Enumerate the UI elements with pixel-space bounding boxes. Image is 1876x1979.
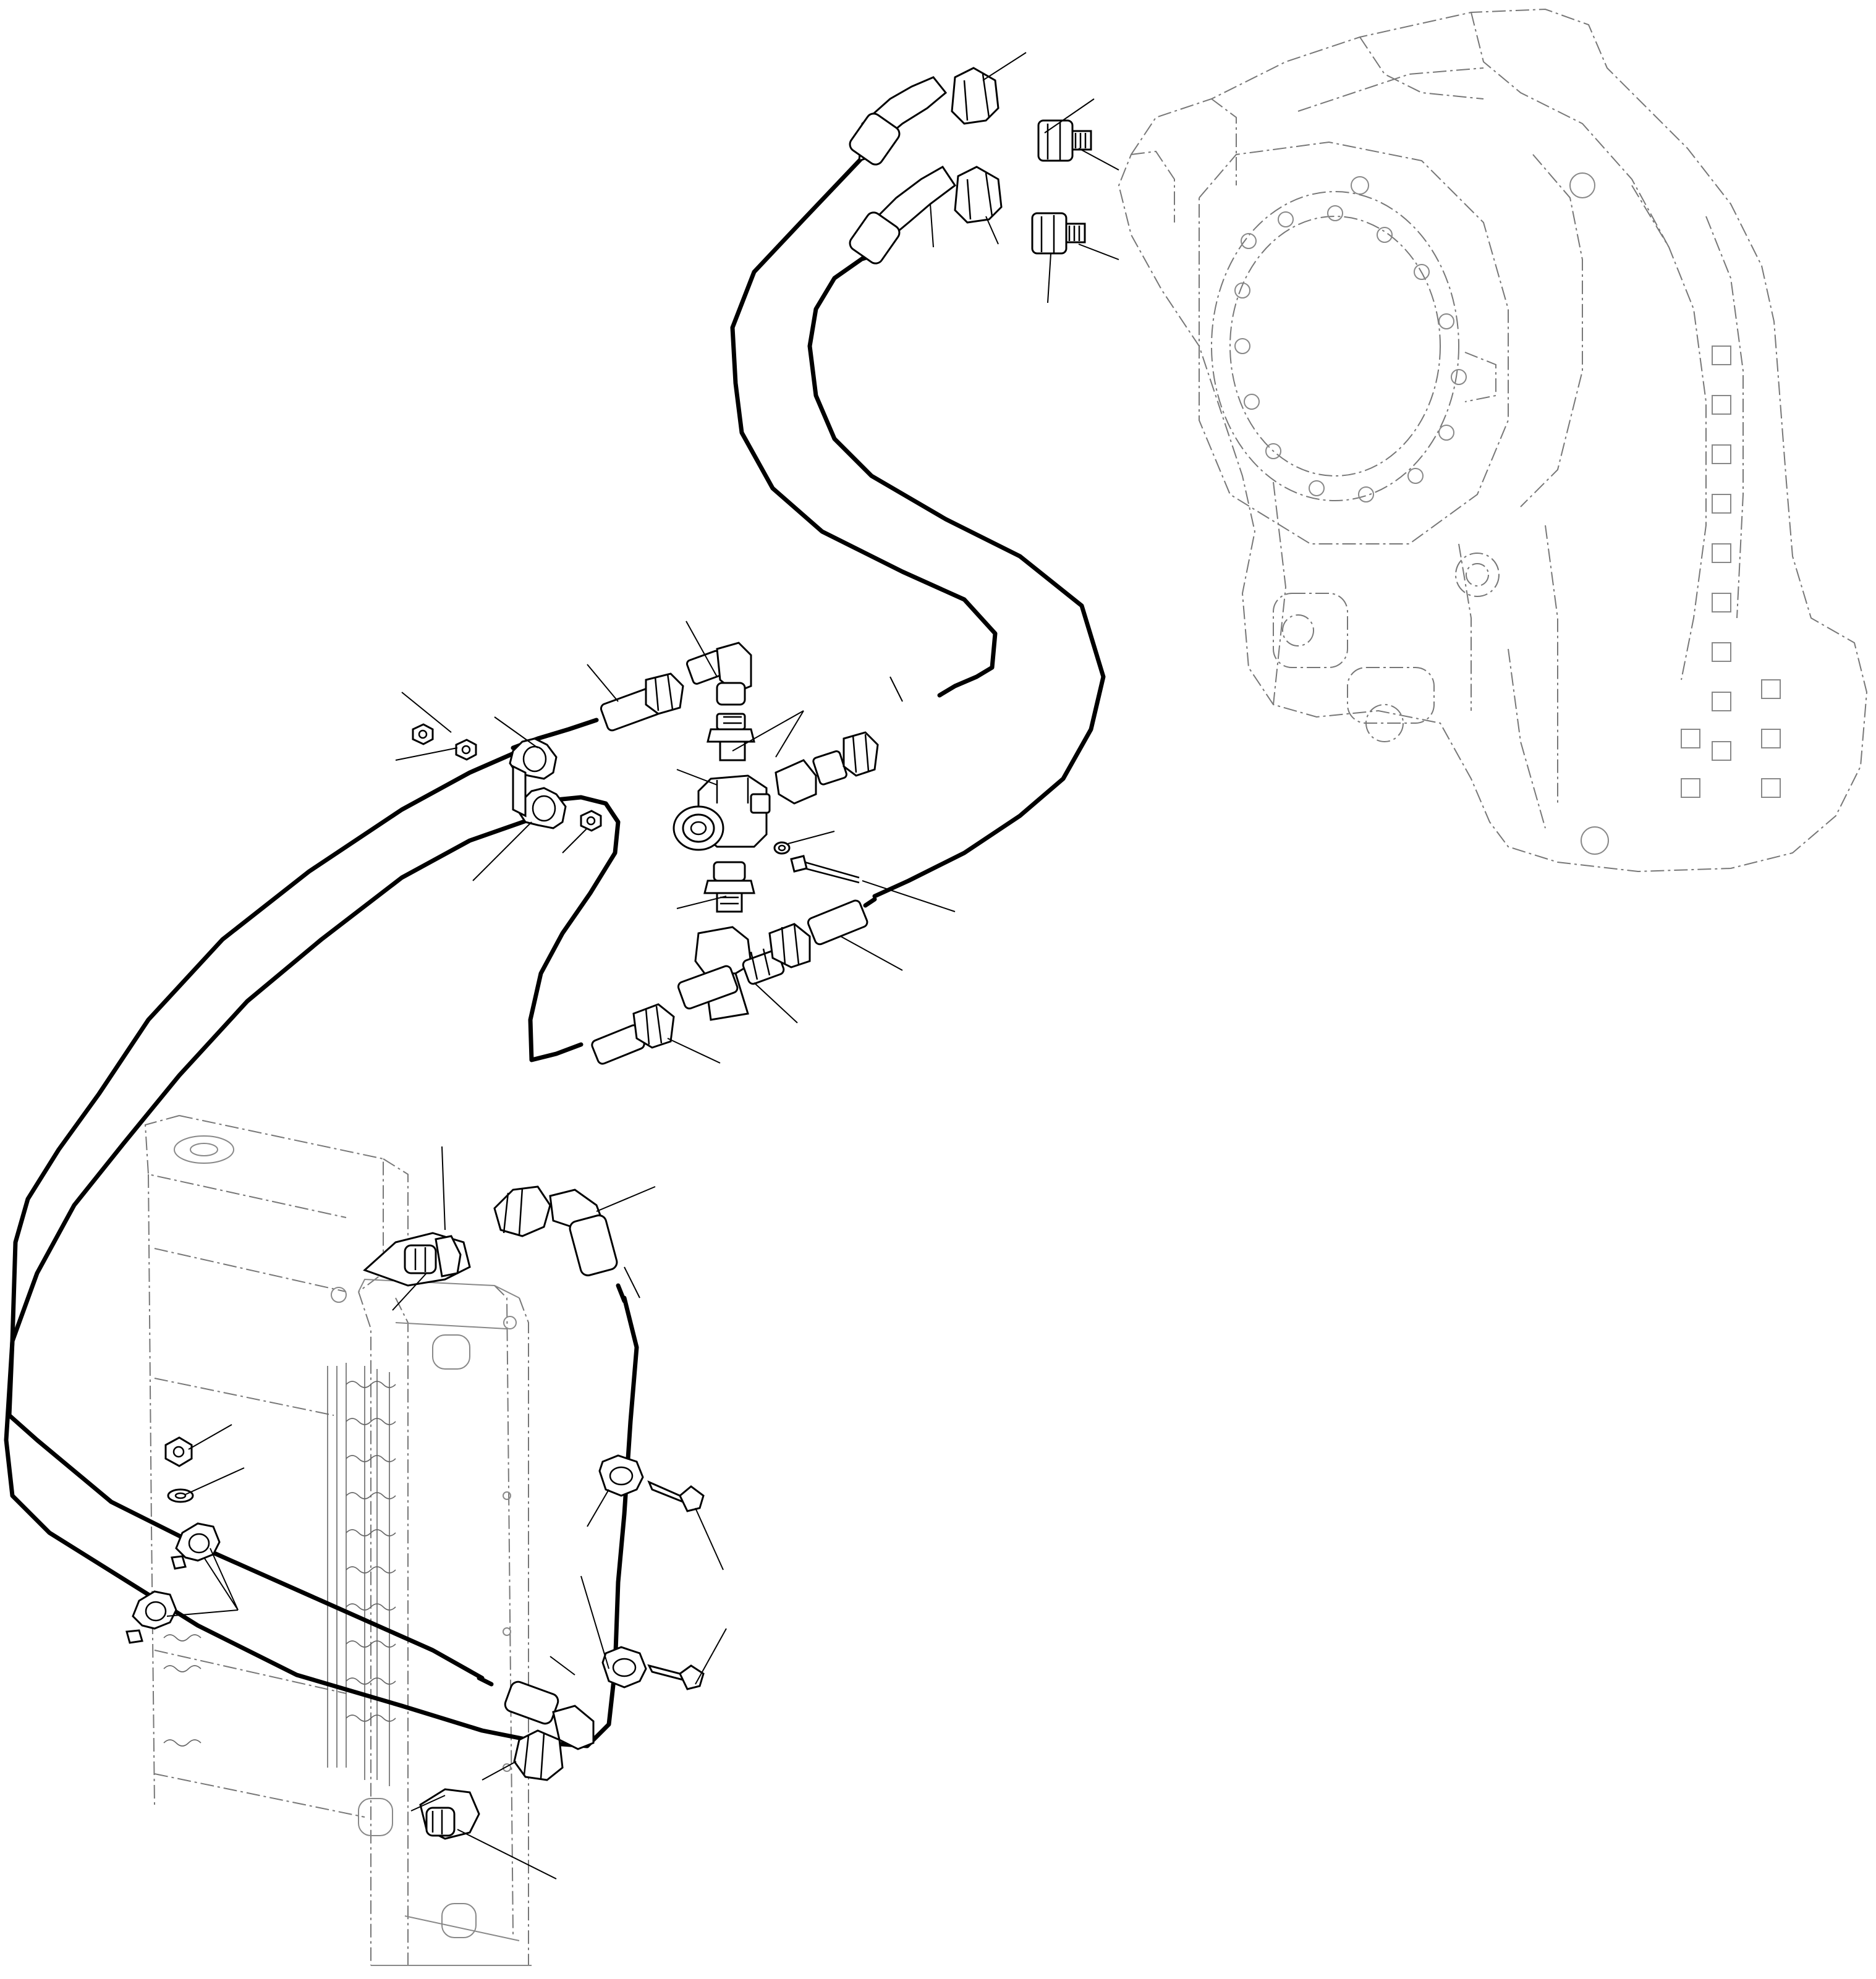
upper-clamp-nuts (412, 723, 602, 832)
cooler-lower-hose-elbow (504, 1680, 595, 1781)
hose-tee-to-cooler-loop (528, 795, 621, 1062)
tee-valve-body (673, 774, 771, 851)
upper-elbow-adapter (685, 642, 752, 706)
lower-right-hose-fitting (768, 899, 868, 968)
lower-left-hose-fitting (591, 1003, 675, 1065)
hose-end-marks (477, 897, 877, 1687)
transmission-bolt-holes (1234, 172, 1609, 855)
transmission-lower-adapter (1031, 212, 1086, 255)
cooler-left-clamps (125, 1522, 221, 1644)
lower-tee-fitting (677, 926, 785, 1021)
cooler-clamp-bolts (647, 1480, 705, 1690)
transmission-cooler-hoses (4, 155, 1106, 1748)
transmission-upper-adapter (1037, 119, 1092, 162)
transmission-lower-elbow-fitting (849, 166, 1003, 265)
cooler-lower-fitting (419, 1788, 480, 1840)
tee-side-adapter (775, 731, 879, 805)
oil-cooler-fins (163, 1363, 396, 1786)
hose-long-outer-loop (4, 748, 639, 1748)
tee-upper-nipple (707, 713, 755, 761)
hose-upper-transmission-return (730, 155, 998, 698)
callout-leader-lines (166, 52, 1119, 1879)
cooler-upper-hose-elbow (493, 1185, 618, 1277)
upper-hose-clamp-pair (509, 737, 567, 829)
oil-cooler-outline (144, 1115, 532, 1966)
transmission-housing-outline (1118, 8, 1868, 873)
transmission-upper-elbow-fitting (849, 67, 1000, 166)
upper-hose-end-fitting (600, 672, 684, 732)
cooler-upper-fitting (363, 1232, 471, 1287)
cooler-side-clamps (598, 1454, 647, 1689)
mounting-bolt-and-washer (773, 841, 860, 884)
transmission-side-ribs (1681, 345, 1781, 798)
cooler-left-clamp-nut-washer (164, 1436, 194, 1503)
hose-upper-transmission-supply (807, 254, 1106, 899)
hose-long-inner-loop (7, 816, 534, 1680)
tee-lower-nipple (703, 861, 755, 913)
